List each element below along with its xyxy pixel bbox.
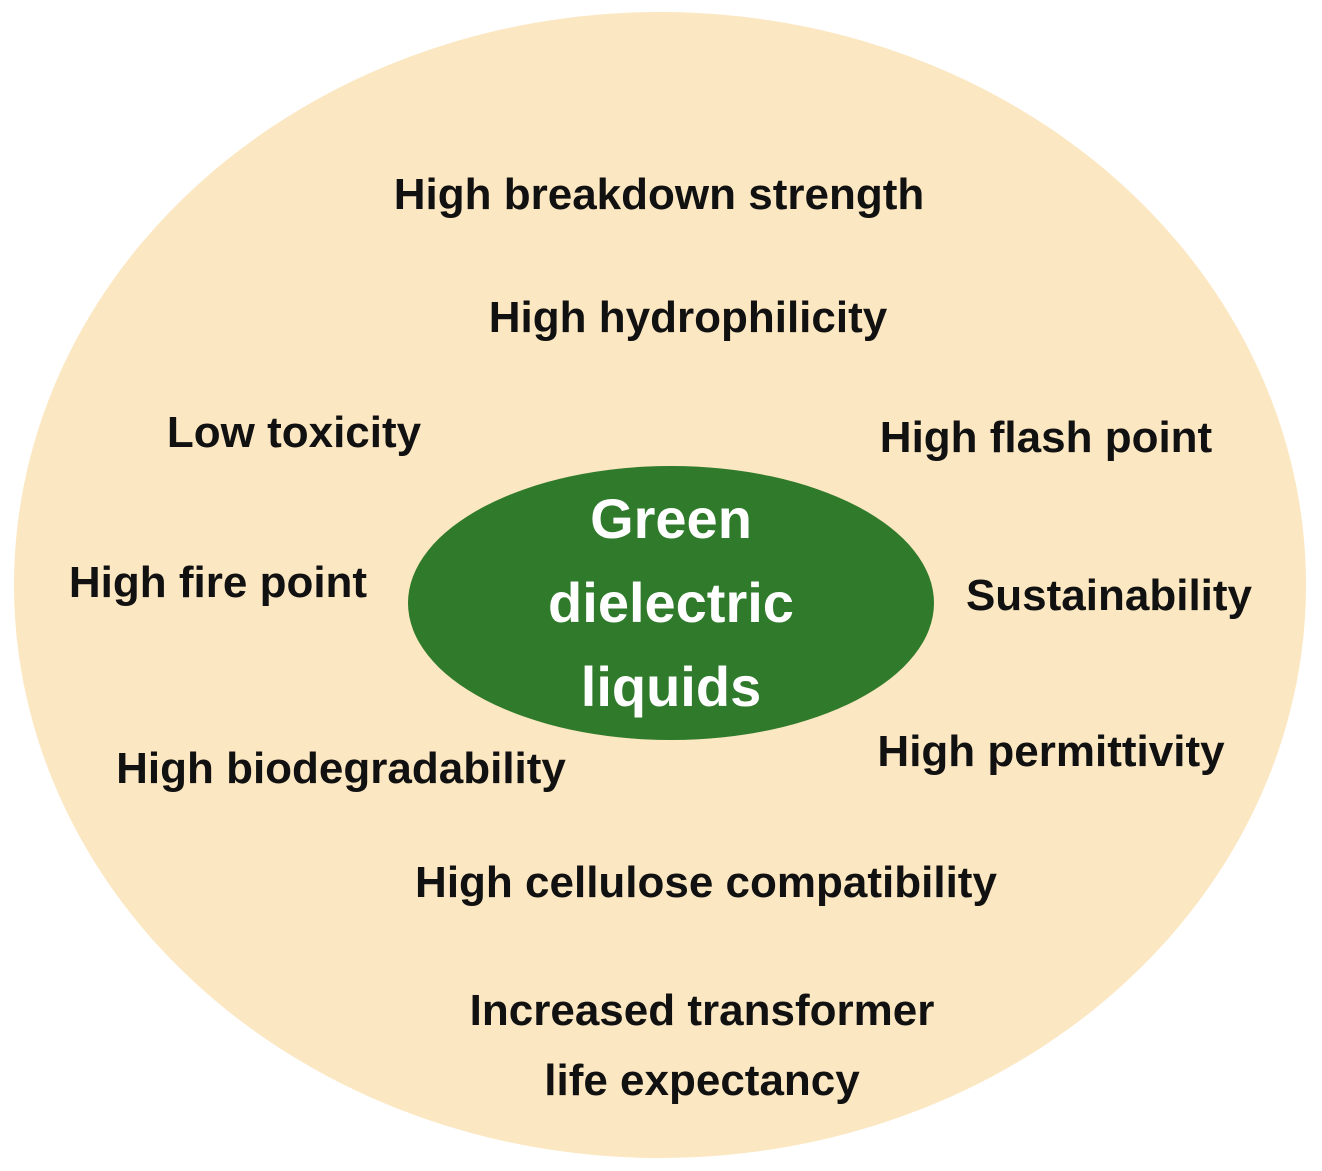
property-sustainability: Sustainability xyxy=(965,571,1253,620)
property-increased-life-expectancy: Increased transformer life expectancy xyxy=(426,976,978,1116)
property-high-permittivity: High permittivity xyxy=(877,727,1225,776)
property-high-hydrophilicity: High hydrophilicity xyxy=(488,293,888,342)
center-label-line: Green xyxy=(590,487,752,550)
property-high-biodegradability: High biodegradability xyxy=(116,744,566,793)
property-high-cellulose-compatibility: High cellulose compatibility xyxy=(415,858,997,907)
property-high-breakdown-strength: High breakdown strength xyxy=(393,170,925,219)
property-high-flash-point: High flash point xyxy=(879,413,1213,462)
property-line: life expectancy xyxy=(544,1056,860,1105)
property-high-fire-point: High fire point xyxy=(68,558,368,607)
center-label-line: dielectric xyxy=(548,571,794,634)
center-ellipse: Green dielectric liquids xyxy=(408,466,934,740)
property-line: Increased transformer xyxy=(469,986,935,1035)
property-low-toxicity: Low toxicity xyxy=(166,408,422,457)
center-label-line: liquids xyxy=(580,655,762,718)
